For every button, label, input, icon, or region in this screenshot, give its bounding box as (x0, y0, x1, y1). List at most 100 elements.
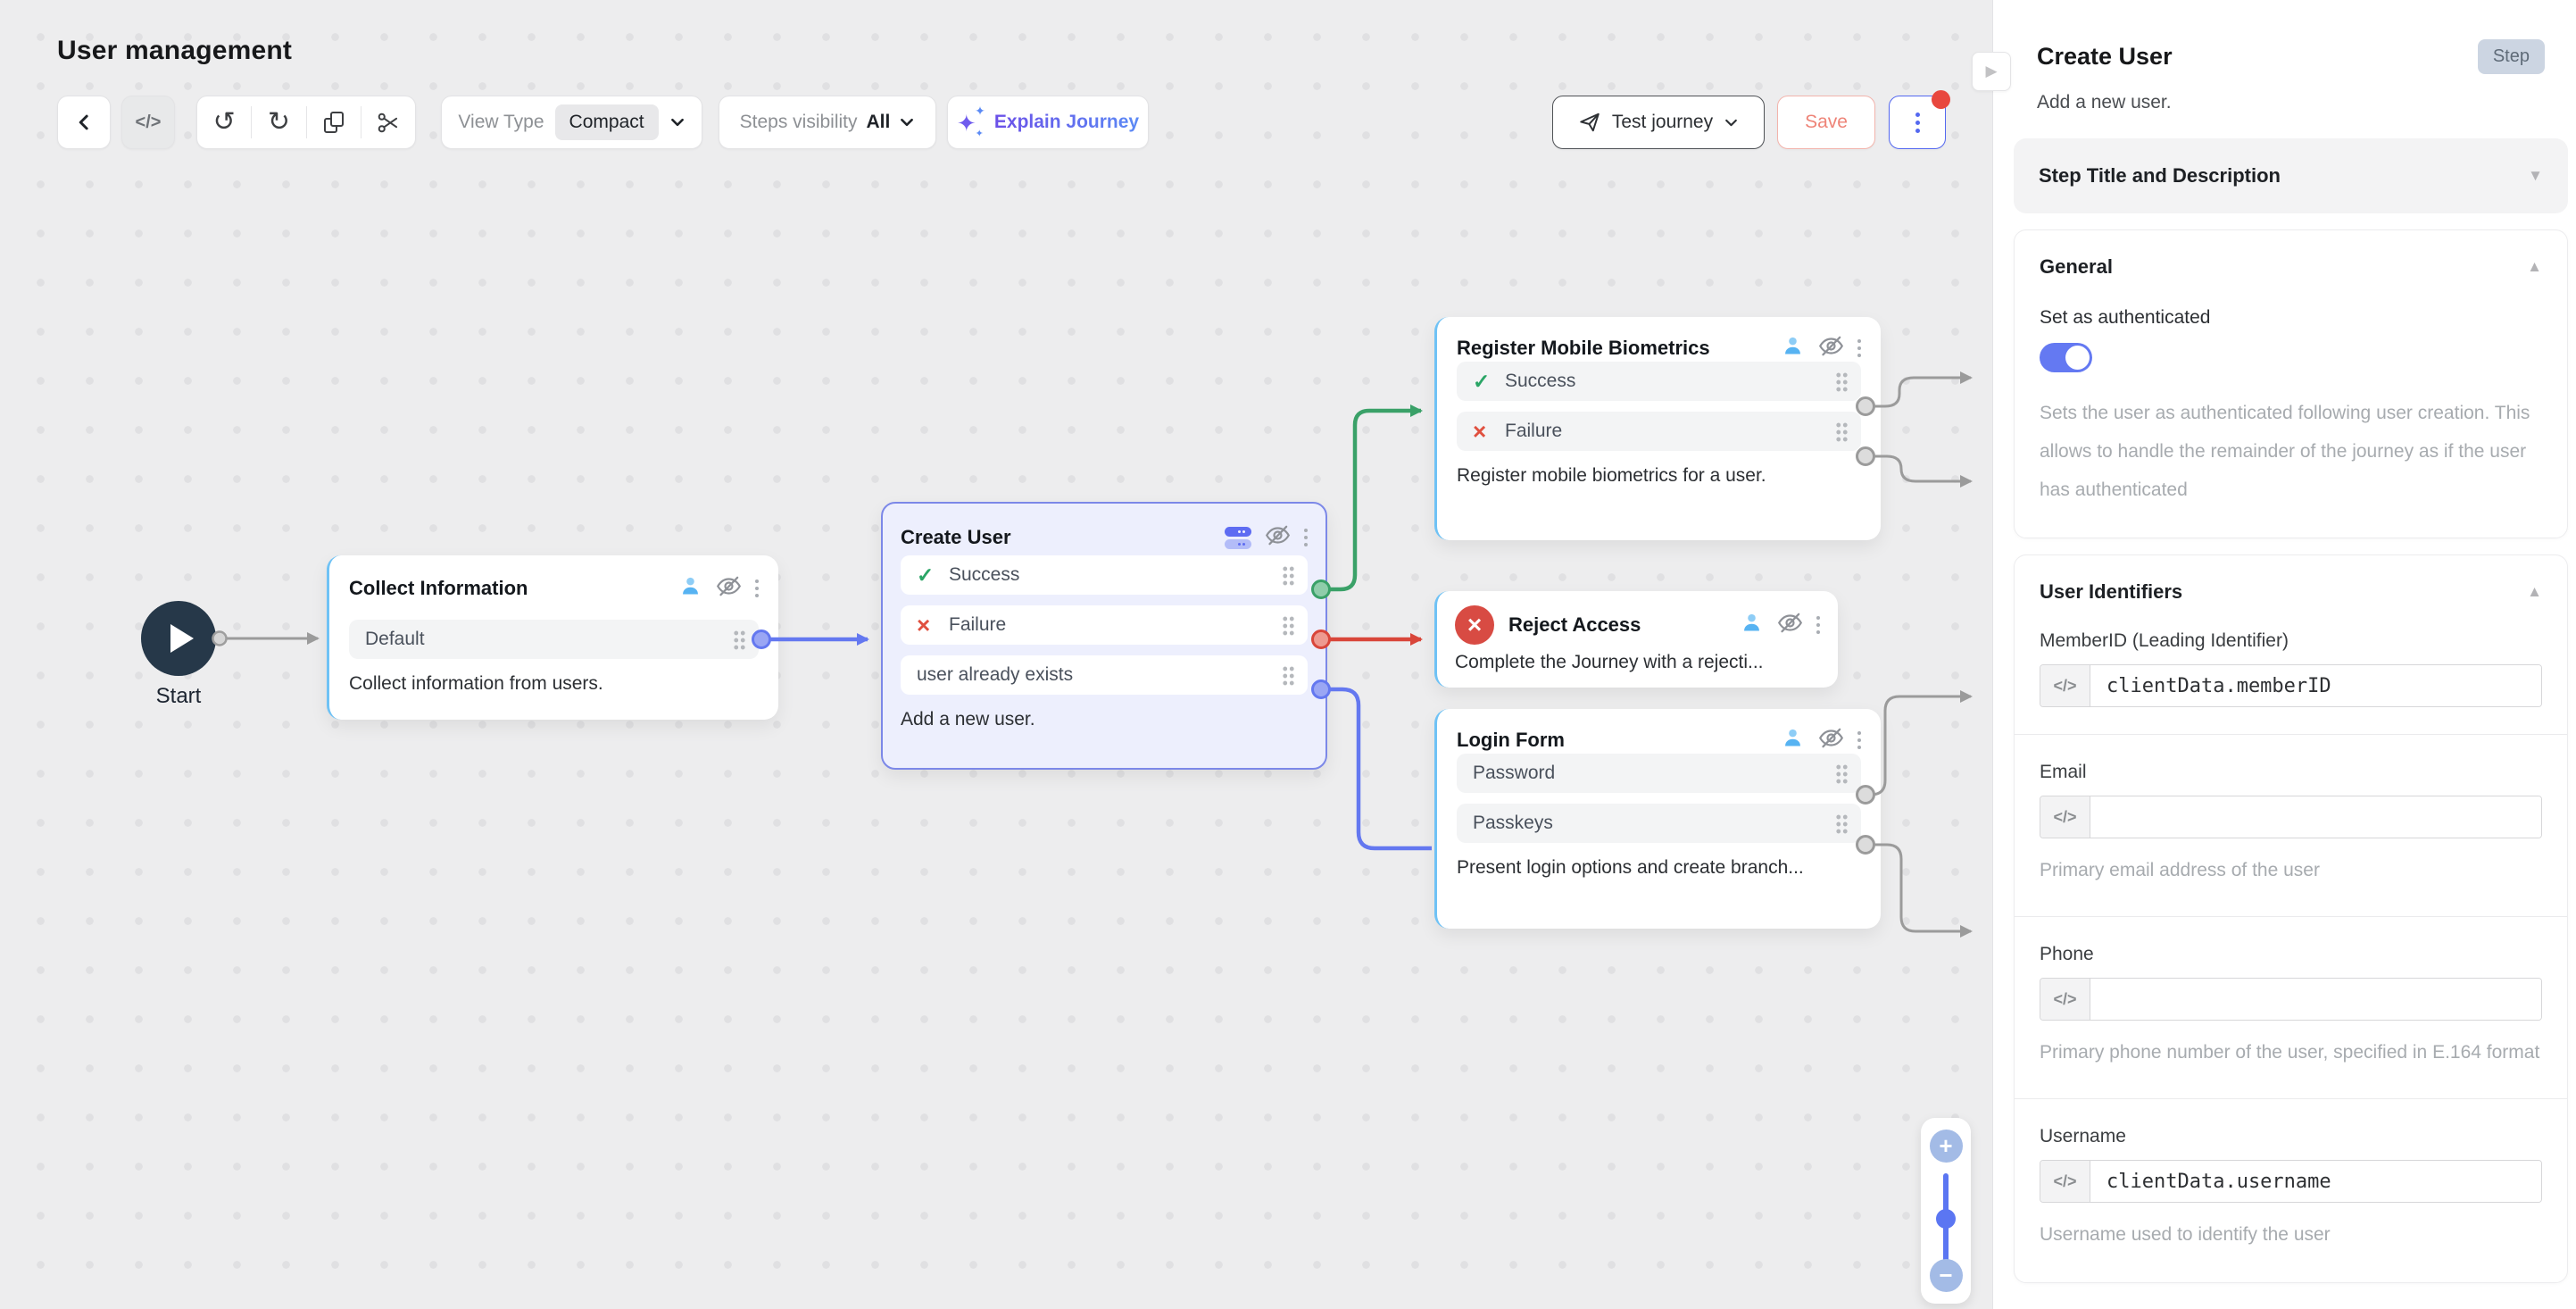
toggle-label: Set as authenticated (2040, 307, 2211, 328)
member-id-input[interactable] (2090, 665, 2541, 707)
paper-plane-icon (1578, 111, 1601, 134)
code-expression-icon[interactable]: </> (2040, 665, 2090, 707)
drag-handle-icon[interactable] (1835, 813, 1849, 834)
more-options-button[interactable] (1889, 90, 1950, 149)
redo-icon: ↻ (267, 107, 290, 137)
start-node[interactable] (141, 601, 216, 676)
steps-visibility-label: Steps visibility (739, 112, 858, 132)
branch-row-failure[interactable]: × Failure (1457, 412, 1861, 451)
fields-icon (1224, 524, 1251, 552)
drag-handle-icon[interactable] (1835, 421, 1849, 442)
journey-canvas[interactable]: User management </> ↺ ↻ V (0, 0, 1992, 1309)
cut-button[interactable] (361, 96, 415, 148)
divider (2015, 734, 2567, 736)
node-title: Collect Information (349, 577, 528, 599)
kebab-icon[interactable] (1303, 525, 1308, 550)
notification-dot (1932, 90, 1950, 109)
person-icon (1781, 726, 1805, 755)
kebab-icon[interactable] (1857, 728, 1861, 753)
copy-icon (323, 112, 344, 133)
field-phone: Phone </> Primary phone number of the us… (2040, 944, 2542, 1071)
steps-visibility-select[interactable]: Steps visibility All (719, 96, 936, 149)
section-step-title-and-description[interactable]: Step Title and Description ▼ (2014, 138, 2568, 213)
eye-off-icon[interactable] (1817, 332, 1845, 364)
node-register-mobile-biometrics[interactable]: Register Mobile Biometrics ✓ Success × F… (1434, 317, 1881, 540)
divider (305, 106, 307, 138)
save-label: Save (1805, 112, 1848, 132)
node-description: Complete the Journey with a rejecti... (1455, 652, 1764, 672)
node-login-form[interactable]: Login Form Password Passkeys Present log… (1434, 709, 1881, 929)
drag-handle-icon[interactable] (1282, 664, 1295, 686)
drag-handle-icon[interactable] (733, 629, 746, 650)
code-expression-icon[interactable]: </> (2040, 796, 2090, 838)
view-type-select[interactable]: View Type Compact (441, 96, 702, 149)
node-create-user[interactable]: Create User ✓ Success × Failure user alr… (881, 502, 1327, 770)
view-type-label: View Type (458, 112, 544, 132)
zoom-in-button[interactable]: + (1929, 1130, 1963, 1163)
drag-handle-icon[interactable] (1282, 614, 1295, 636)
section-general-header[interactable]: General ▲ (2040, 255, 2542, 279)
node-description: Present login options and create branch.… (1457, 857, 1804, 878)
branch-row-passkeys[interactable]: Passkeys (1457, 804, 1861, 843)
undo-button[interactable]: ↺ (197, 96, 251, 148)
page-title: User management (57, 36, 293, 65)
chevron-down-icon (899, 114, 915, 130)
eye-off-icon[interactable] (1264, 521, 1292, 554)
panel-collapse-button[interactable]: ▶ (1972, 52, 2011, 91)
copy-button[interactable] (307, 96, 361, 148)
eye-off-icon[interactable] (1776, 609, 1804, 641)
drag-handle-icon[interactable] (1282, 564, 1295, 586)
test-journey-button[interactable]: Test journey (1552, 96, 1765, 149)
kebab-icon (1915, 109, 1920, 137)
section-user-identifiers: User Identifiers ▲ MemberID (Leading Ide… (2014, 554, 2568, 1284)
back-button[interactable] (57, 96, 111, 149)
branch-row-default[interactable]: Default (349, 620, 759, 659)
zoom-out-button[interactable]: − (1929, 1259, 1963, 1292)
connector-exists-to-login (1321, 687, 1432, 851)
phone-input[interactable] (2090, 979, 2541, 1021)
node-description: Register mobile biometrics for a user. (1457, 465, 1766, 486)
triangle-up-icon: ▲ (2527, 583, 2542, 601)
code-expression-icon[interactable]: </> (2040, 979, 2090, 1021)
connector-login-passkeys-out (1866, 843, 1973, 938)
node-collect-information[interactable]: Collect Information Default Collect info… (327, 555, 778, 720)
branch-row-password[interactable]: Password (1457, 754, 1861, 793)
branch-row-user-already-exists[interactable]: user already exists (901, 655, 1308, 695)
divider (2015, 1098, 2567, 1100)
zoom-control: + − (1921, 1118, 1971, 1304)
set-as-authenticated-toggle[interactable] (2040, 343, 2092, 372)
code-view-button[interactable]: </> (121, 96, 175, 149)
field-email: Email </> Primary email address of the u… (2040, 762, 2542, 889)
email-input[interactable] (2090, 796, 2541, 838)
explain-journey-button[interactable]: ✦✦✦ Explain Journey (947, 96, 1149, 149)
branch-label: Password (1473, 763, 1556, 783)
step-properties-panel: Create User Step Add a new user. Step Ti… (1992, 0, 2576, 1309)
drag-handle-icon[interactable] (1835, 371, 1849, 392)
username-input[interactable] (2090, 1161, 2541, 1203)
kebab-icon[interactable] (1816, 613, 1820, 638)
connector-login-password-out (1866, 690, 1973, 796)
triangle-up-icon: ▲ (2527, 258, 2542, 275)
field-helper-text: Username used to identify the user (2040, 1224, 2331, 1246)
kebab-icon[interactable] (1857, 336, 1861, 361)
drag-handle-icon[interactable] (1835, 763, 1849, 784)
field-label: MemberID (Leading Identifier) (2040, 630, 2289, 652)
save-button[interactable]: Save (1777, 96, 1875, 149)
node-title: Reject Access (1508, 613, 1641, 636)
triangle-down-icon: ▼ (2528, 167, 2543, 184)
sparkles-icon: ✦✦✦ (956, 104, 985, 139)
section-user-identifiers-header[interactable]: User Identifiers ▲ (2040, 580, 2542, 604)
zoom-slider-knob[interactable] (1936, 1209, 1956, 1229)
branch-row-success[interactable]: ✓ Success (1457, 362, 1861, 401)
view-type-value: Compact (554, 104, 659, 140)
eye-off-icon[interactable] (715, 572, 743, 604)
chevron-down-icon (1724, 115, 1739, 130)
eye-off-icon[interactable] (1817, 724, 1845, 756)
x-icon: × (917, 612, 931, 638)
branch-row-failure[interactable]: × Failure (901, 605, 1308, 645)
code-expression-icon[interactable]: </> (2040, 1161, 2090, 1203)
branch-row-success[interactable]: ✓ Success (901, 555, 1308, 595)
redo-button[interactable]: ↻ (252, 96, 305, 148)
kebab-icon[interactable] (754, 576, 759, 601)
node-reject-access[interactable]: × Reject Access Complete the Journey wit… (1434, 591, 1838, 688)
